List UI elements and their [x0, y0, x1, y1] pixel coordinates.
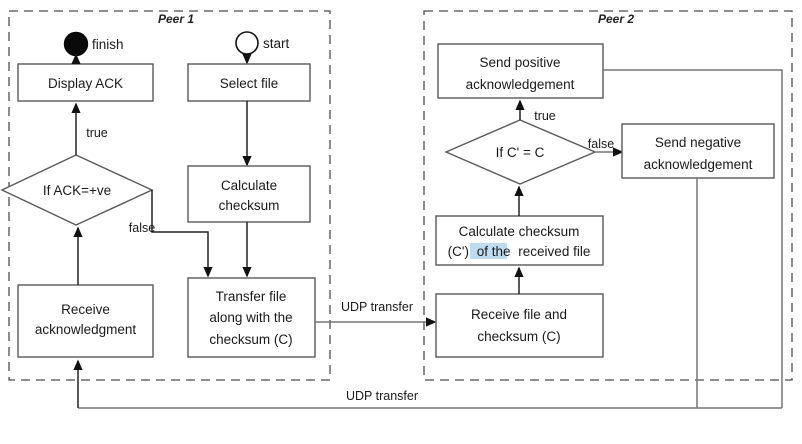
node-receive-file-checksum[interactable]: [435, 293, 604, 358]
finish-label: finish: [92, 37, 124, 52]
node-send-negative-line1: Send negative: [655, 135, 741, 150]
finish-circle-icon: [63, 31, 89, 57]
edge-label-peer2-false: false: [588, 137, 614, 151]
node-receive-file-line1: Receive file and: [471, 307, 567, 322]
node-if-ack-label: If ACK=+ve: [43, 183, 111, 198]
node-send-positive-line2: acknowledgement: [466, 77, 575, 92]
node-if-ack-decision[interactable]: [0, 154, 154, 226]
peer1-label: Peer 1: [158, 12, 194, 26]
node-send-positive-ack[interactable]: [437, 43, 604, 99]
node-calculate-checksum-line1: Calculate: [221, 178, 277, 193]
start-circle-icon: [235, 31, 259, 55]
calc-received-highlight: of the: [477, 244, 511, 259]
calc-received-post: received file: [518, 244, 590, 259]
node-transfer-file-line3: checksum (C): [209, 332, 292, 347]
edge-positiveack-return-line: [603, 69, 783, 408]
node-display-ack-label: Display ACK: [48, 76, 123, 91]
edge-ifack-false-to-transferfile: [151, 190, 213, 278]
node-receive-acknowledgment[interactable]: [17, 284, 154, 358]
edge-label-peer2-true: true: [534, 109, 556, 123]
peer2-label: Peer 2: [598, 12, 634, 26]
edge-label-udp-transfer-bottom: UDP transfer: [346, 389, 418, 403]
edge-label-udp-transfer-mid: UDP transfer: [341, 300, 413, 314]
node-calc-received-line2: (C') of the received file: [448, 244, 591, 259]
node-calculate-checksum-line2: checksum: [219, 198, 280, 213]
edge-label-peer1-false: false: [129, 221, 155, 235]
node-if-cprime-label: If C' = C: [496, 145, 545, 160]
start-terminal: [235, 31, 259, 55]
node-if-cprime-decision[interactable]: [444, 119, 597, 185]
start-label: start: [263, 36, 290, 51]
node-receive-ack-line1: Receive: [61, 302, 110, 317]
node-display-ack[interactable]: [17, 63, 154, 102]
node-transfer-file-line2: along with the: [209, 310, 292, 325]
node-send-negative-ack[interactable]: [621, 123, 775, 179]
edge-label-peer1-true: true: [86, 126, 108, 140]
node-send-positive-line1: Send positive: [479, 55, 560, 70]
node-receive-file-line2: checksum (C): [477, 329, 560, 344]
node-send-negative-line2: acknowledgement: [644, 157, 753, 172]
peer2-group-frame: [423, 10, 793, 381]
node-select-file-label: Select file: [220, 76, 279, 91]
node-transfer-file[interactable]: [187, 277, 316, 358]
node-receive-ack-line2: acknowledgment: [35, 322, 137, 337]
node-select-file[interactable]: [187, 63, 311, 102]
node-calculate-checksum[interactable]: [187, 165, 311, 223]
node-transfer-file-line1: Transfer file: [216, 289, 287, 304]
text-highlight-of-the: [470, 243, 507, 259]
calc-received-pre: (C'): [448, 244, 469, 259]
node-calc-received-line1: Calculate checksum: [459, 224, 580, 239]
